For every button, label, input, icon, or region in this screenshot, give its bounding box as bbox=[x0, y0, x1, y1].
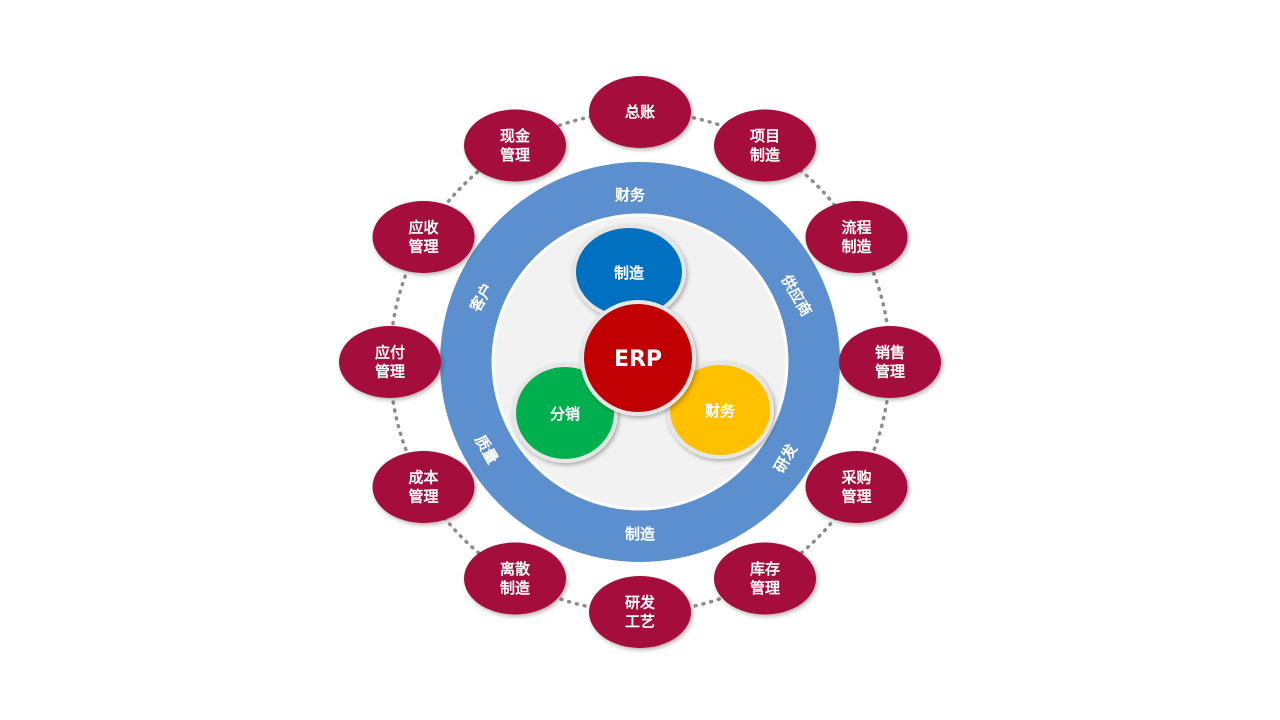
outer-node-ellipse[interactable] bbox=[714, 109, 816, 182]
outer-node-label: 制造 bbox=[750, 146, 780, 164]
outer-node-label: 制造 bbox=[500, 579, 530, 597]
core-modules: 制造 分销 财务 ERP bbox=[512, 224, 774, 463]
ring-label-finance: 财务 bbox=[615, 186, 646, 204]
outer-node-label: 离散 bbox=[500, 560, 531, 578]
distribution-module-label: 分销 bbox=[550, 405, 580, 423]
outer-node-ellipse[interactable] bbox=[805, 451, 908, 523]
finance-module-label: 财务 bbox=[705, 402, 736, 420]
outer-node-label: 库存 bbox=[750, 560, 780, 578]
outer-node-label: 管理 bbox=[408, 488, 438, 506]
outer-node-ellipse[interactable] bbox=[339, 326, 441, 398]
outer-node-label: 项目 bbox=[750, 127, 780, 145]
finance-module-circle[interactable] bbox=[666, 361, 774, 459]
outer-node-ellipse[interactable] bbox=[464, 542, 566, 615]
outer-node-label: 研发 bbox=[625, 594, 656, 612]
outer-node-ellipse[interactable] bbox=[805, 201, 908, 273]
outer-node-ellipse[interactable] bbox=[589, 76, 691, 148]
outer-node-label: 采购 bbox=[840, 469, 871, 487]
outer-node-label: 管理 bbox=[875, 363, 905, 381]
outer-node-label: 工艺 bbox=[625, 613, 655, 631]
outer-node-label: 管理 bbox=[375, 363, 405, 381]
outer-node-ellipse[interactable] bbox=[714, 542, 816, 615]
outer-node-general-ledger[interactable]: 总账 bbox=[589, 76, 691, 148]
outer-node-label: 管理 bbox=[408, 238, 438, 256]
ring-label-manufacturing: 制造 bbox=[625, 525, 655, 543]
outer-node-label: 管理 bbox=[750, 579, 780, 597]
outer-node-label: 管理 bbox=[841, 488, 871, 506]
outer-node-label: 流程 bbox=[841, 219, 871, 237]
outer-node-label: 制造 bbox=[841, 238, 871, 256]
manufacturing-module-label: 制造 bbox=[614, 264, 644, 282]
outer-node-label: 销售 bbox=[875, 344, 905, 362]
outer-node-ellipse[interactable] bbox=[464, 109, 566, 182]
erp-center-circle[interactable] bbox=[580, 300, 696, 416]
outer-node-label: 应收 bbox=[408, 219, 438, 237]
outer-node-ellipse[interactable] bbox=[372, 451, 475, 523]
outer-node-label: 应付 bbox=[375, 344, 405, 362]
outer-node-ellipse[interactable] bbox=[589, 576, 691, 648]
erp-center-label: ERP bbox=[614, 347, 662, 372]
outer-node-label: 现金 bbox=[500, 127, 531, 145]
outer-node-ellipse[interactable] bbox=[839, 326, 941, 398]
outer-node-label: 成本 bbox=[408, 469, 438, 487]
outer-node-label: 总账 bbox=[625, 103, 655, 121]
outer-node-label: 管理 bbox=[500, 146, 530, 164]
outer-node-ellipse[interactable] bbox=[372, 201, 475, 273]
outer-nodes: 总账项目制造流程制造销售管理采购管理库存管理研发工艺离散制造成本管理应付管理应收… bbox=[339, 76, 941, 648]
